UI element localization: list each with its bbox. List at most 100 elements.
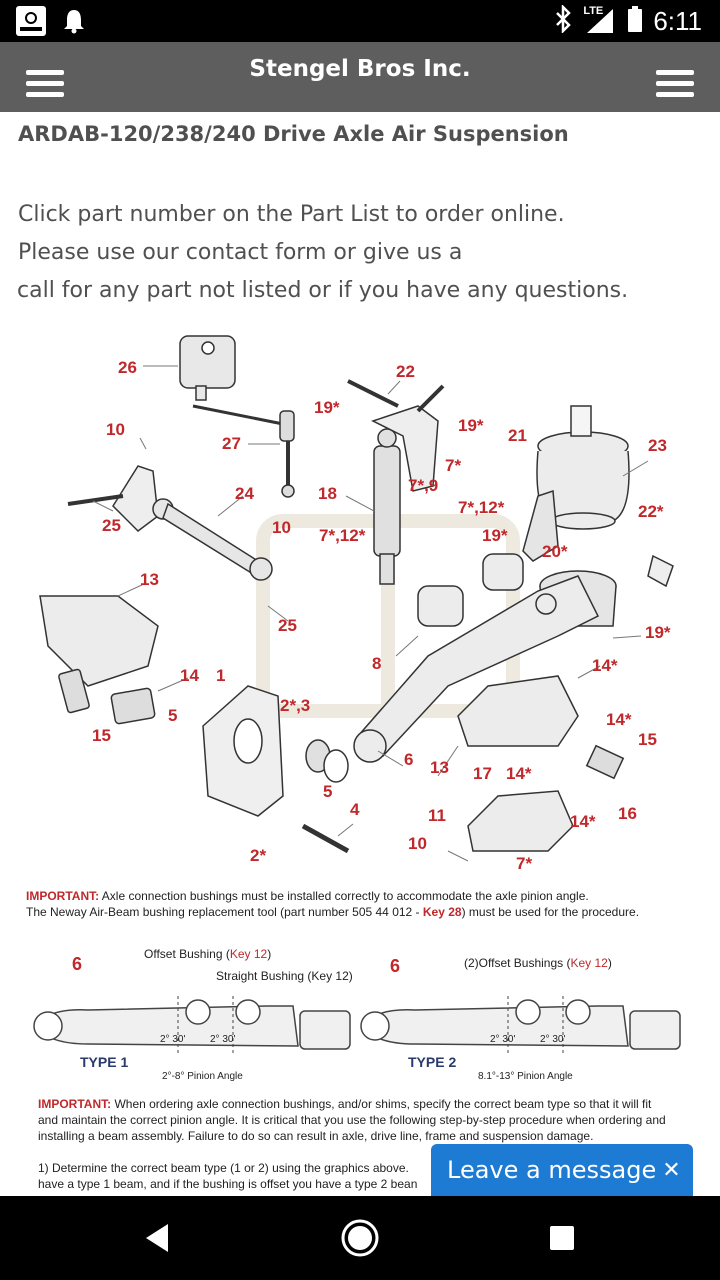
label-text: ): [267, 947, 272, 961]
note-text: 1) Determine the correct beam type (1 or…: [38, 1161, 409, 1175]
part-number-label: 10: [272, 518, 291, 537]
part-number-label: 16: [618, 804, 637, 823]
note-text: and maintain the correct pinion angle. I…: [38, 1113, 666, 1127]
note-text: The Neway Air-Beam bushing replacement t…: [26, 905, 423, 919]
torque-rod: [152, 498, 273, 581]
type1-offset-bushing-label: Offset Bushing (Key 12): [144, 946, 271, 962]
part-number-label: 6: [404, 750, 414, 769]
part-number-label: 22: [396, 362, 415, 381]
important-note-1: IMPORTANT: Axle connection bushings must…: [26, 888, 702, 920]
notification-bell-icon: [62, 8, 86, 34]
type1-straight-bushing-label: Straight Bushing (Key 12): [216, 969, 353, 983]
shims: [585, 744, 625, 780]
part-number-label: 10: [106, 420, 125, 439]
menu-icon-right[interactable]: [656, 70, 694, 98]
exploded-view-drawing: [39, 335, 674, 862]
leave-message-button[interactable]: Leave a message ✕: [431, 1144, 693, 1196]
part-number-label: 19*: [314, 398, 340, 417]
part-number-label: 24: [235, 484, 254, 503]
air-spring: [536, 405, 630, 530]
type-2-beam: [360, 996, 681, 1056]
part-number-label: 7*,12*: [319, 526, 366, 545]
status-bar: LTE 6:11: [0, 0, 720, 42]
type-1-beam: [33, 996, 351, 1056]
bushing: [305, 739, 349, 783]
important-label: IMPORTANT:: [38, 1097, 112, 1111]
part-number-label: 11: [428, 806, 446, 825]
clip: [647, 554, 674, 588]
part-number-label: 27: [222, 434, 241, 453]
part-number-label: 19*: [645, 623, 671, 642]
part-number-label: 22*: [638, 502, 664, 521]
type1-angle-left: 2° 30': [160, 1034, 186, 1045]
type2-angle-right: 2° 30': [540, 1034, 566, 1045]
type2-angle-left: 2° 30': [490, 1034, 516, 1045]
key-reference[interactable]: Key 12: [570, 956, 608, 970]
upper-bracket: [347, 379, 445, 492]
part-number-label: 4: [350, 800, 360, 819]
back-icon[interactable]: [146, 1224, 168, 1252]
hanger-bracket: [202, 685, 284, 817]
part-number-label: 19*: [482, 526, 508, 545]
bracket-left: [67, 465, 159, 532]
step-1-text: 1) Determine the correct beam type (1 or…: [38, 1160, 702, 1192]
part-number-label: 14*: [592, 656, 618, 675]
part-number-label: 8: [372, 654, 382, 673]
siriusxm-app-icon: [16, 6, 46, 36]
type1-label: TYPE 1: [80, 1054, 129, 1070]
part-number-label: 13: [430, 758, 449, 777]
part-number-label: 5: [168, 706, 178, 725]
part-number-label: 1: [216, 666, 226, 685]
type2-label: TYPE 2: [408, 1054, 457, 1070]
part-number-label: 18: [318, 484, 337, 503]
intro-line: Click part number on the Part List to or…: [18, 202, 565, 227]
part-number-label: 13: [140, 570, 159, 589]
network-type: LTE: [583, 5, 604, 17]
beam-type-diagrams: [33, 996, 681, 1056]
part-number-label: 5: [323, 782, 333, 801]
key-reference[interactable]: Key 12: [229, 947, 268, 961]
chat-label: Leave a message: [447, 1156, 657, 1184]
type2-key-number: 6: [390, 956, 401, 976]
note-text: installing a beam assembly. Failure to d…: [38, 1129, 594, 1143]
part-number-label: 14: [180, 666, 199, 685]
part-number-label: 21: [508, 426, 527, 445]
bolt: [301, 823, 350, 854]
part-number-label: 23: [648, 436, 667, 455]
air-valve: [179, 335, 294, 428]
clock: 6:11: [653, 5, 702, 36]
shock-absorber: [373, 428, 401, 585]
bluetooth-icon: [553, 3, 573, 38]
close-icon[interactable]: ✕: [662, 1157, 681, 1183]
part-number-label: 14*: [570, 812, 596, 831]
page-title: ARDAB-120/238/240 Drive Axle Air Suspens…: [18, 122, 569, 146]
intro-line: Please use our contact form or give us a: [18, 240, 463, 265]
part-number-label: 19*: [458, 416, 484, 435]
part-number-label: 25: [278, 616, 297, 635]
home-icon[interactable]: [341, 1219, 379, 1257]
label-text: (2)Offset Bushings (: [464, 956, 571, 970]
part-number-label: 2*: [250, 846, 267, 865]
important-note-2: IMPORTANT: When ordering axle connection…: [38, 1096, 702, 1144]
menu-icon-left[interactable]: [26, 70, 64, 98]
key-reference[interactable]: Key 28: [422, 905, 462, 919]
part-number-label: 14*: [506, 764, 532, 783]
note-text: ) must be used for the procedure.: [461, 905, 640, 919]
label-text: ): [607, 956, 612, 970]
signal-icon: LTE: [583, 5, 617, 35]
navigation-bar: [0, 1196, 720, 1280]
type1-key-number: 6: [72, 954, 83, 974]
site-title[interactable]: Stengel Bros Inc.: [249, 56, 471, 82]
page-content: ARDAB-120/238/240 Drive Axle Air Suspens…: [0, 112, 720, 1196]
type2-pinion-angle: 8.1°-13° Pinion Angle: [478, 1071, 573, 1082]
important-label: IMPORTANT:: [26, 889, 100, 903]
axle-seat: [457, 675, 579, 852]
part-number-label: 17: [473, 764, 492, 783]
type2-offset-bushings-label: (2)Offset Bushings (Key 12): [464, 955, 612, 971]
intro-line: call for any part not listed or if you h…: [17, 278, 629, 303]
part-number-label: 15: [92, 726, 111, 745]
leveling-rod: [279, 410, 295, 498]
recents-icon[interactable]: [550, 1226, 574, 1250]
intro-text: Click part number on the Part List to or…: [17, 196, 629, 310]
